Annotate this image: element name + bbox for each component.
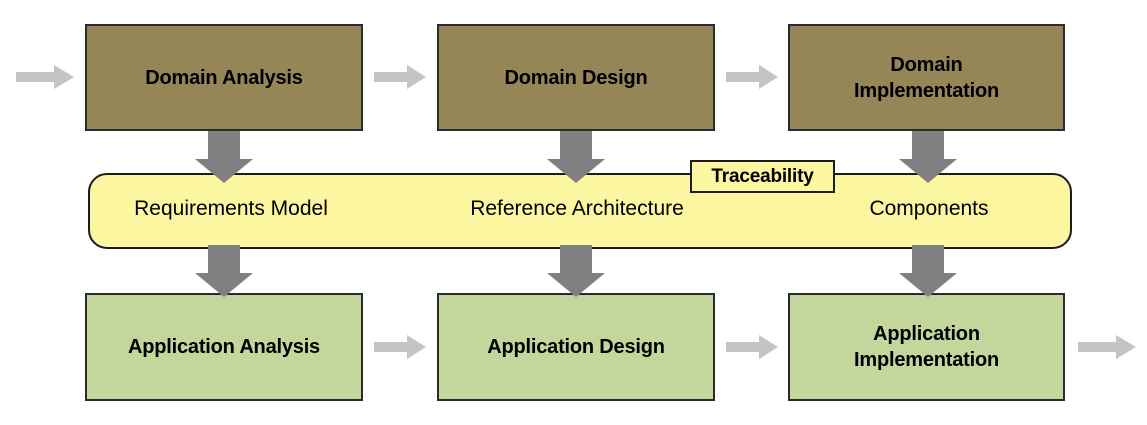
process-box-application-design[interactable]: Application Design [437,293,715,401]
exit-arrow-bottom-icon [1078,335,1136,359]
process-box-label: Domain Analysis [145,66,303,89]
artifact-components: Components [786,197,1072,221]
domain-implementation-to-components-arrow-icon [899,131,957,183]
artifact-label: Components [869,197,989,220]
domain-design-to-architecture-arrow-icon [547,131,605,183]
domain-design-to-implementation-arrow-icon [726,65,778,89]
domain-analysis-to-design-arrow-icon [374,65,426,89]
process-box-domain-design[interactable]: Domain Design [437,24,715,131]
application-design-to-implementation-arrow-icon [726,335,778,359]
artifact-label: Requirements Model [134,197,328,220]
domain-analysis-to-requirements-arrow-icon [195,131,253,183]
artifact-reference-architecture: Reference Architecture [434,197,720,221]
process-box-label: Application Design [487,336,665,358]
artifact-requirements-model: Requirements Model [88,197,374,221]
process-box-domain-analysis[interactable]: Domain Analysis [85,24,363,131]
process-box-label: Domain Design [504,66,648,89]
entry-arrow-top-icon [16,65,74,89]
artifact-label: Reference Architecture [470,197,684,220]
process-box-application-analysis[interactable]: Application Analysis [85,293,363,401]
application-analysis-to-design-arrow-icon [374,335,426,359]
architecture-to-application-design-arrow-icon [547,245,605,297]
requirements-to-application-analysis-arrow-icon [195,245,253,297]
traceability-badge[interactable]: Traceability [690,160,835,193]
process-box-label: Application Analysis [128,336,320,358]
components-to-application-implementation-arrow-icon [899,245,957,297]
traceability-badge-label: Traceability [711,165,814,187]
